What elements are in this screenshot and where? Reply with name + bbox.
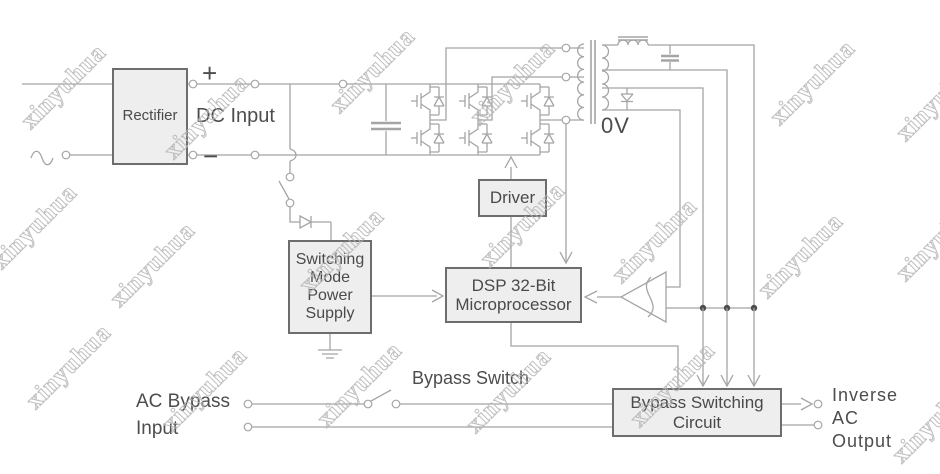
ground-icon [318, 334, 342, 359]
rectifier-label: Rectifier [122, 107, 178, 125]
smps-line: Mode [309, 269, 351, 287]
zero-volt-label: 0V [601, 113, 630, 138]
ac-bypass-line: Input [136, 417, 179, 439]
ac-source-icon [30, 150, 71, 166]
filter-capacitor-icon [661, 45, 679, 70]
comparator-adc-icon [583, 270, 667, 324]
ac-bypass-input-label: AC Bypass Input [136, 389, 230, 442]
ac-input-wires [22, 83, 112, 156]
inverse-output-line: AC [832, 408, 860, 429]
dsp-to-bypass-wire [510, 323, 679, 388]
smps-line: Supply [305, 304, 355, 322]
ac-bypass-line: AC Bypass [136, 391, 230, 412]
driver-label: Driver [489, 188, 536, 208]
bypass-circuit-line: Circuit [672, 412, 722, 432]
bypass-switch-icon [243, 389, 612, 432]
bypass-circuit-block: Bypass Switching Circuit [612, 388, 782, 437]
bypass-feed-wires [702, 308, 755, 386]
arrowhead [747, 374, 761, 388]
dc-input-label: DC Input [196, 105, 275, 127]
transformer-primary-terminals [561, 43, 571, 125]
primary-tap-wires [570, 47, 584, 121]
dsp-line: DSP 32-Bit [471, 275, 556, 295]
output-inductor-icon [617, 36, 649, 46]
inverse-output-line: Output [832, 431, 893, 452]
bypass-switch-label: Bypass Switch [412, 368, 530, 388]
dc-bus-capacitor-icon [371, 84, 401, 155]
smps-line: Switching [295, 251, 365, 269]
dsp-block: DSP 32-Bit Microprocessor [445, 267, 582, 323]
plus-label: + [202, 58, 218, 88]
bridge-output-wires [430, 47, 562, 121]
diode-icon [299, 214, 332, 240]
arrowhead [720, 374, 734, 388]
arrowhead [583, 290, 598, 304]
zener-diode-icon [620, 88, 634, 110]
smps-line: Power [307, 287, 353, 304]
secondary-output-wires [602, 44, 755, 308]
bypass-circuit-line: Bypass Switching [630, 393, 764, 413]
arrowhead [559, 251, 573, 265]
driver-block: Driver [478, 179, 547, 217]
disconnect-switch-icon [278, 84, 300, 223]
terminal-circles-dc-bus [188, 79, 348, 160]
output-terminals [782, 397, 823, 430]
dsp-line: Microprocessor [455, 295, 572, 314]
minus-label: − [203, 141, 219, 171]
arrowhead [504, 155, 518, 169]
inverse-output-line: Inverse [832, 385, 899, 405]
smps-block: Switching Mode Power Supply [288, 240, 372, 334]
transformer-icon [577, 40, 610, 124]
rectifier-block: Rectifier [112, 68, 188, 165]
inverse-ac-output-label: Inverse AC Output [832, 384, 898, 454]
arrowhead [696, 374, 710, 388]
arrowhead [431, 289, 445, 303]
arrowhead [800, 397, 814, 411]
dc-bus-rails [188, 83, 540, 156]
